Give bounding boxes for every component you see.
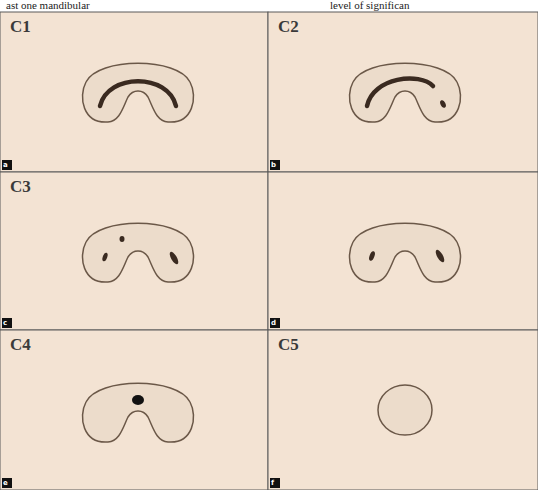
figure-panel: C1 a xyxy=(0,12,268,172)
root-outline xyxy=(82,383,193,442)
root-section xyxy=(349,63,460,122)
panel-letter: f xyxy=(270,478,280,488)
root-outline xyxy=(82,63,193,122)
root-section xyxy=(82,63,193,122)
root-outline xyxy=(349,63,460,122)
canal xyxy=(132,395,144,405)
panel-ground xyxy=(268,172,538,330)
type-label: C3 xyxy=(10,177,31,197)
type-label: C5 xyxy=(278,335,299,355)
cropped-text: ast one mandibular xyxy=(6,0,90,11)
type-label: C2 xyxy=(278,17,299,37)
panel-ground xyxy=(0,172,268,330)
root-outline xyxy=(82,223,193,282)
type-label: C4 xyxy=(10,335,31,355)
canal xyxy=(120,236,125,242)
panel-ground xyxy=(268,12,538,172)
canal xyxy=(101,252,108,262)
panel-letter: c xyxy=(2,318,12,328)
panel-letter: a xyxy=(2,160,12,170)
canal xyxy=(168,251,180,266)
root-section xyxy=(82,223,193,282)
root-section xyxy=(82,383,193,442)
panel-letter: b xyxy=(270,160,280,170)
panel-grounds xyxy=(0,12,538,490)
root-section xyxy=(378,385,432,435)
canal xyxy=(100,81,176,106)
panel-letter: e xyxy=(2,478,12,488)
panel-ground xyxy=(0,12,268,172)
cropped-text: level of significan xyxy=(330,0,409,11)
type-label: C1 xyxy=(10,17,31,37)
figure-panel: C3 c xyxy=(0,172,268,330)
canal xyxy=(434,249,446,264)
figure-panel: C4 e xyxy=(0,330,268,490)
panel-letter: d xyxy=(270,318,280,328)
root-outline xyxy=(378,385,432,435)
canal xyxy=(439,99,447,108)
panel-ground xyxy=(0,330,268,490)
root-outline xyxy=(349,223,460,282)
top-strip xyxy=(0,0,538,12)
root-section xyxy=(349,223,460,282)
panel-ground xyxy=(268,330,538,490)
figure-panel: C2 b xyxy=(268,12,538,172)
canal xyxy=(368,250,376,261)
canal xyxy=(367,78,433,106)
figure-panel: C5 f xyxy=(268,330,538,490)
figure-panel: d xyxy=(268,172,538,330)
